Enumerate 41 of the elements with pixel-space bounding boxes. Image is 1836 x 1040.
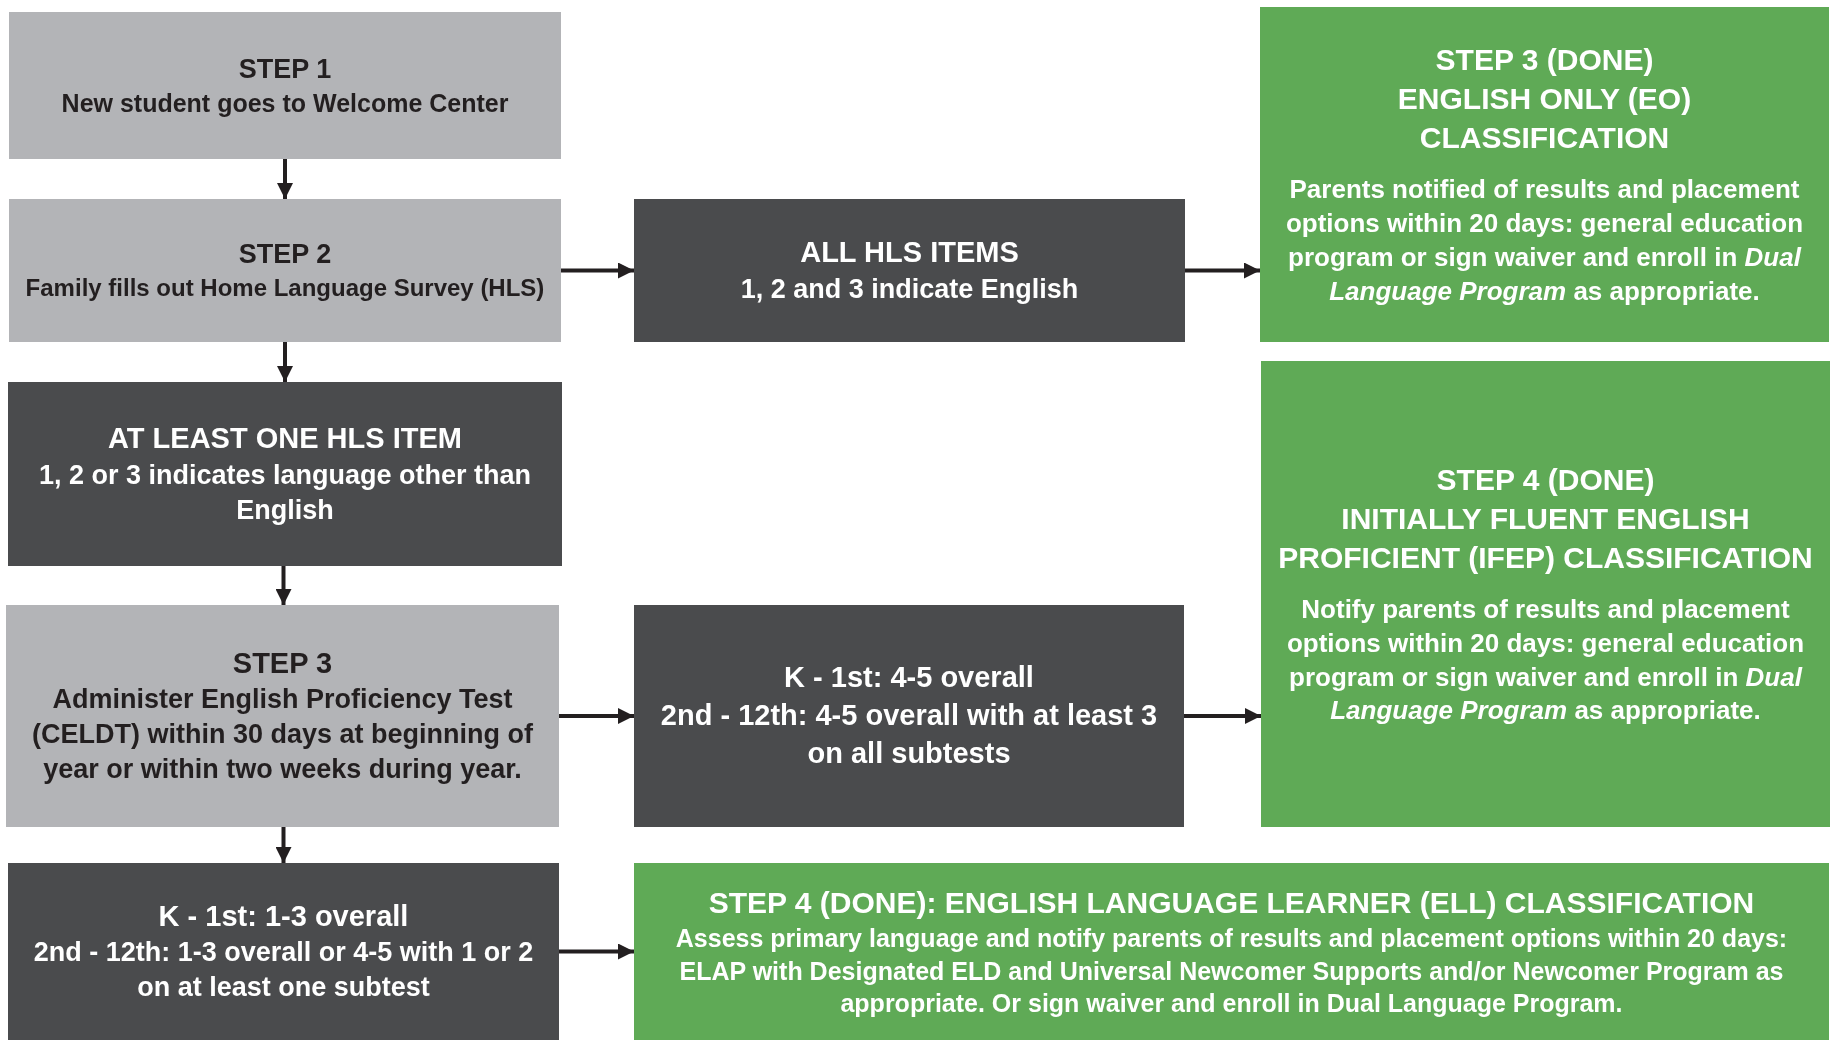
process-box: [634, 863, 1829, 1040]
heading: K - 1st: 1-3 overall: [158, 898, 409, 934]
heading: STEP 2: [238, 238, 332, 272]
description: Assess primary language and notify parents of results and placement options within 20 days: ELAP with Designated ELD and Universal Newcomer Supports and/or Newcomer Program as appropriate. Or sign waiver and enroll in Dual Language Program.: [674, 923, 1789, 1020]
description: Notify parents of results and placement options within 20 days: general education program or sign waiver and enroll in Dual Language Program as appropriate.: [1285, 592, 1806, 728]
heading: ENGLISH ONLY (EO) CLASSIFICATION: [1396, 81, 1693, 157]
heading: STEP 1: [238, 52, 332, 86]
heading: STEP 4 (DONE): [1436, 461, 1655, 498]
heading: INITIALLY FLUENT ENGLISH PROFICIENT (IFEP) CLASSIFICATION: [1277, 500, 1814, 576]
arrow: [277, 342, 293, 382]
heading: K - 1st: 4-5 overall: [784, 660, 1034, 696]
process-box: [1260, 7, 1829, 342]
process-box: [8, 863, 559, 1040]
process-box: [8, 382, 562, 566]
description: Family fills out Home Language Survey (HLS): [25, 273, 545, 304]
arrow: [561, 262, 634, 279]
process-box: [634, 605, 1184, 827]
arrow: [277, 159, 293, 199]
heading: STEP 3: [232, 645, 333, 681]
heading: ALL HLS ITEMS: [800, 235, 1019, 271]
arrow: [559, 943, 634, 960]
arrow: [559, 708, 634, 724]
description: 2nd - 12th: 1-3 overall or 4-5 with 1 or 2 on at least one subtest: [32, 936, 535, 1005]
process-box: [9, 199, 561, 342]
heading: STEP 4 (DONE): ENGLISH LANGUAGE LEARNER (ELL) CLASSIFICATION: [708, 885, 1755, 922]
arrow: [275, 827, 292, 863]
process-box: [634, 199, 1185, 342]
description: Administer English Proficiency Test (CELDT) within 30 days at beginning of year or within two weeks during year.: [31, 683, 534, 787]
description: New student goes to Welcome Center: [61, 87, 509, 119]
description: 1, 2 and 3 indicate English: [740, 272, 1079, 306]
heading: STEP 3 (DONE): [1435, 42, 1654, 79]
process-box: [6, 605, 559, 827]
arrow: [1184, 708, 1261, 724]
arrow: [1185, 262, 1260, 279]
process-box: [9, 12, 561, 159]
description: Parents notified of results and placement options within 20 days: general education program or sign waiver and enroll in Dual Language Program as appropriate.: [1284, 173, 1805, 308]
description: 1, 2 or 3 indicates language other than English: [37, 458, 533, 527]
heading: AT LEAST ONE HLS ITEM: [108, 421, 462, 457]
description: 2nd - 12th: 4-5 overall with at least 3 on all subtests: [659, 698, 1159, 771]
process-box: [1261, 361, 1830, 827]
arrow: [275, 566, 292, 605]
